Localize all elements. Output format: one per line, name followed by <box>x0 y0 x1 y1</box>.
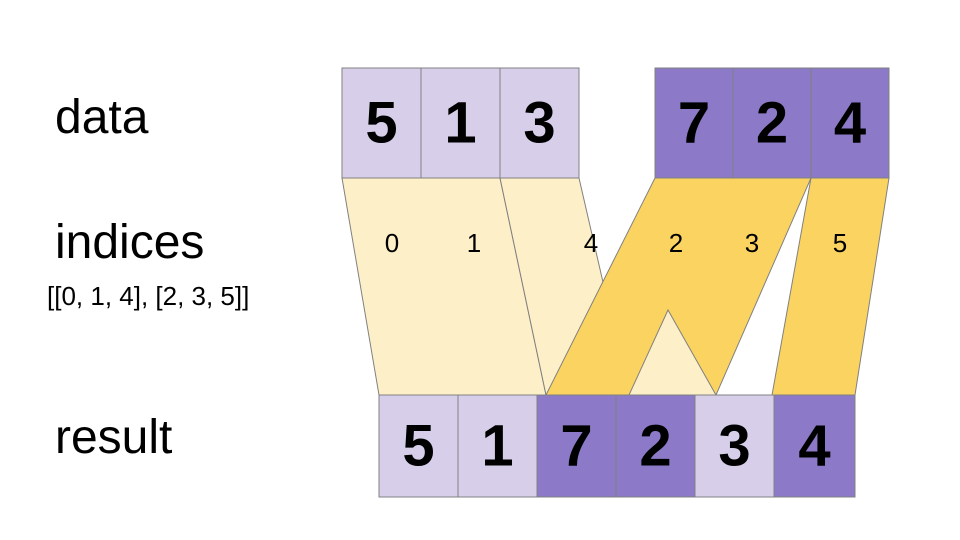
index-label: 2 <box>669 228 683 258</box>
data-cell-value: 1 <box>444 91 476 156</box>
data-cell <box>732 67 812 179</box>
data-cell-value: 7 <box>678 91 710 156</box>
data-cell <box>654 67 734 179</box>
index-label: 5 <box>833 228 847 258</box>
index-label: 0 <box>385 228 399 258</box>
result-cell <box>615 394 696 498</box>
result-cell-value: 7 <box>560 414 592 479</box>
result-cell <box>457 394 538 498</box>
index-label: 3 <box>745 228 759 258</box>
result-cell-value: 4 <box>798 414 830 479</box>
indices-row-sublabel: [[0, 1, 4], [2, 3, 5]] <box>47 281 250 311</box>
data-cell-value: 4 <box>834 91 866 156</box>
data-cell-value: 5 <box>365 91 397 156</box>
result-cell <box>694 394 775 498</box>
result-cell <box>773 394 856 498</box>
result-cell-value: 3 <box>718 414 750 479</box>
index-label: 4 <box>584 228 598 258</box>
ribbons-layer <box>341 177 890 396</box>
data-cell <box>341 67 422 179</box>
index-label: 1 <box>467 228 481 258</box>
result-cell <box>378 394 459 498</box>
data-row-label: data <box>55 91 149 144</box>
indices-row-label: indices <box>55 216 205 269</box>
data-cell <box>499 67 580 179</box>
result-row-label: result <box>55 411 173 464</box>
result-cell <box>536 394 617 498</box>
result-cell-value: 1 <box>481 414 513 479</box>
result-cell-value: 2 <box>639 414 671 479</box>
data-cell-value: 2 <box>756 91 788 156</box>
data-cell <box>420 67 501 179</box>
result-cell-value: 5 <box>402 414 434 479</box>
indices-row-labels: 0 1 4 2 3 5 <box>385 228 847 258</box>
data-cell-value: 3 <box>523 91 555 156</box>
data-cell <box>810 67 890 179</box>
